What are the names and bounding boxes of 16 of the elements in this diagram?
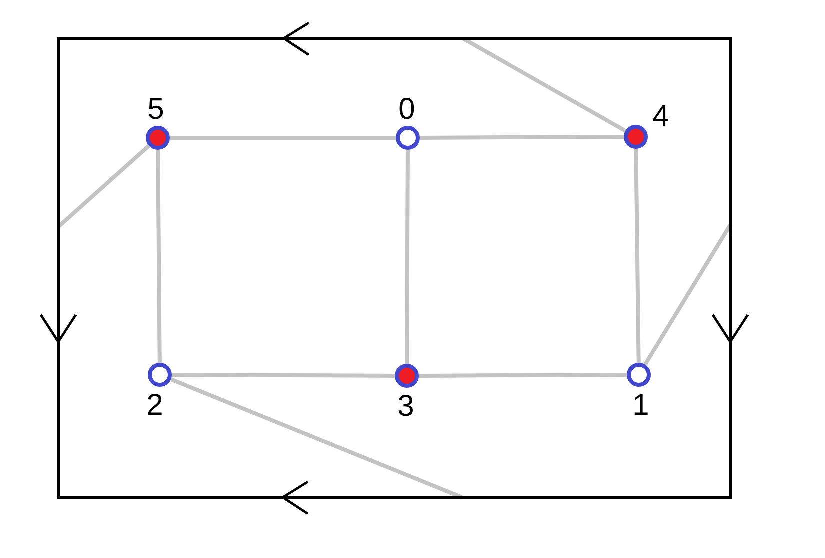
- graph-edge: [172, 373, 395, 378]
- graph-edge: [419, 373, 627, 378]
- graph-edge: [420, 135, 624, 140]
- graph-edge: [634, 148, 641, 364]
- vertex-label: 1: [632, 391, 650, 421]
- graph-edge: [170, 378, 463, 500]
- frame-rectangle: [57, 37, 732, 499]
- vertex-label: 0: [398, 95, 416, 125]
- vertex-label: 5: [148, 95, 164, 125]
- graph-edge: [57, 144, 150, 228]
- graph-edge: [405, 150, 410, 364]
- graph-edge: [156, 150, 162, 364]
- vertex-label: 4: [652, 102, 670, 132]
- graph-edge: [170, 136, 396, 140]
- vertex-label: 2: [146, 391, 164, 421]
- vertex-label: 3: [398, 392, 414, 422]
